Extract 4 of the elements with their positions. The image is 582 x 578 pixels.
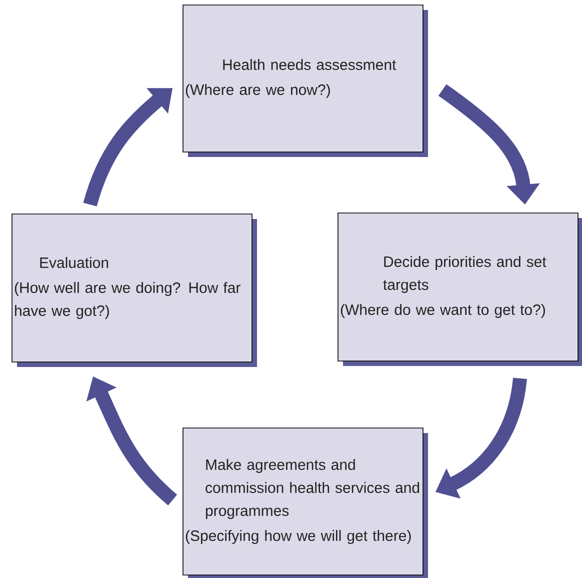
process-box: Make agreements and commission health services and programmes (Specifying how we will get there) [182, 428, 428, 578]
process-box: Decide priorities and set targets (Where do we want to get to?) [338, 212, 582, 366]
process-box: Evaluation (How well are we doing? How far have we got?) [12, 214, 257, 367]
process-box: Health needs assessment (Where are we now?) [182, 4, 428, 157]
